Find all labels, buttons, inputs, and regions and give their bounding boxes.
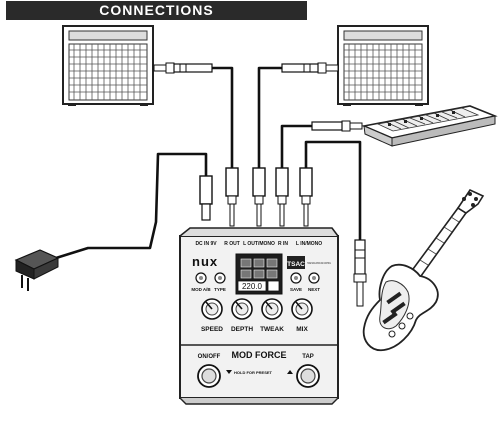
amplifier-left xyxy=(62,25,154,106)
display-value: 220.0 xyxy=(242,282,263,291)
connections-title: CONNECTIONS xyxy=(6,1,307,20)
knob-tweak[interactable] xyxy=(261,298,283,320)
footswitch-tap[interactable] xyxy=(296,364,320,388)
amplifier-right xyxy=(337,25,429,106)
label-depth: DEPTH xyxy=(231,326,253,333)
hold-for-preset-text: HOLD FOR PRESET xyxy=(234,370,273,375)
tsac-subtitle: TONE SIMULATION AND CONTROL xyxy=(307,261,331,265)
label-type: TYPE xyxy=(214,287,226,292)
tsac-logo: TSAC xyxy=(287,261,305,268)
label-tap: TAP xyxy=(302,354,314,360)
pedal-input-plugs xyxy=(199,167,313,227)
brand-logo: nux xyxy=(192,254,218,269)
label-next: NEXT xyxy=(308,287,320,292)
button-save[interactable] xyxy=(290,272,302,284)
button-next[interactable] xyxy=(308,272,320,284)
cable-plugs xyxy=(153,62,367,307)
label-on-off: ON/OFF xyxy=(198,354,221,360)
label-speed: SPEED xyxy=(201,326,223,333)
label-tweak: TWEAK xyxy=(260,326,284,333)
triangle-up-icon xyxy=(287,370,293,374)
label-mod-ab: MOD A/B xyxy=(191,287,211,292)
keyboard xyxy=(361,105,498,147)
knob-speed[interactable] xyxy=(201,298,223,320)
label-save: SAVE xyxy=(290,287,302,292)
knob-depth[interactable] xyxy=(231,298,253,320)
model-name: MOD FORCE xyxy=(232,350,287,360)
jack-label-r-out: R OUT xyxy=(224,241,240,247)
electric-guitar xyxy=(362,188,485,352)
button-type[interactable] xyxy=(214,272,226,284)
button-mod-ab[interactable] xyxy=(195,272,207,284)
jack-label-l-out: L OUT/MONO xyxy=(243,241,275,247)
footswitch-on-off[interactable] xyxy=(197,364,221,388)
cables xyxy=(55,66,362,260)
knob-mix[interactable] xyxy=(291,298,313,320)
jack-label-l-in: L IN/MONO xyxy=(296,241,322,247)
label-mix: MIX xyxy=(296,326,308,333)
power-adapter xyxy=(14,249,60,291)
triangle-down-icon xyxy=(226,370,232,374)
mod-force-pedal: DC IN 9V R OUT L OUT/MONO R IN L IN/MONO… xyxy=(179,227,339,405)
jack-label-r-in: R IN xyxy=(278,241,288,247)
jack-label-dc: DC IN 9V xyxy=(195,241,217,247)
